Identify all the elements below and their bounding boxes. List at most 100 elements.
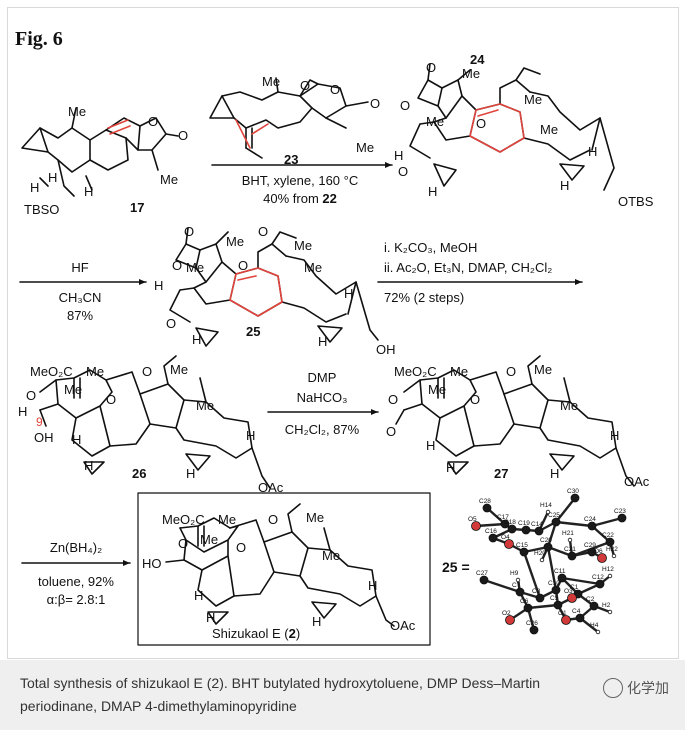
compound-number-17: 17 bbox=[130, 200, 144, 215]
xray-bond bbox=[482, 578, 522, 594]
xray-atom-label: C16 bbox=[485, 528, 497, 535]
xray-atom-label: O5 bbox=[468, 516, 477, 523]
oac-label: OAc bbox=[390, 618, 416, 633]
h-label: H bbox=[550, 466, 559, 481]
h-label: H bbox=[154, 278, 163, 293]
xray-atom-label: C6 bbox=[520, 598, 529, 605]
h-label: H bbox=[446, 460, 455, 475]
xray-bond bbox=[590, 516, 624, 528]
xray-atom-label: H9 bbox=[510, 570, 519, 577]
xray-atom-label: C11 bbox=[554, 568, 566, 575]
compound-17-structure bbox=[21, 107, 179, 197]
xray-atom-label: C22 bbox=[602, 532, 614, 539]
xray-bond bbox=[554, 520, 594, 528]
h-label: H bbox=[30, 180, 39, 195]
h-label: H bbox=[186, 466, 195, 481]
o-label: O bbox=[398, 164, 408, 179]
xray-atom bbox=[515, 577, 521, 583]
xray-atom bbox=[557, 573, 567, 583]
compound-17-highlight bbox=[107, 119, 131, 135]
oac-label: OAc bbox=[624, 474, 650, 489]
xray-atom-label: H4 bbox=[590, 622, 599, 629]
xray-atom-label: O6 bbox=[594, 548, 603, 555]
xray-atom bbox=[597, 553, 607, 563]
xray-atom bbox=[570, 493, 580, 503]
xray-atom bbox=[507, 524, 517, 534]
o-label: O bbox=[506, 364, 516, 379]
xray-atom bbox=[505, 615, 515, 625]
product-box bbox=[137, 492, 431, 646]
step3-line1: i. K₂CO₃, MeOH bbox=[384, 240, 477, 255]
me-label: Me bbox=[534, 362, 552, 377]
xray-atom bbox=[607, 609, 613, 615]
o-label: O bbox=[26, 388, 36, 403]
me-label: Me bbox=[226, 234, 244, 249]
xray-atom bbox=[534, 526, 544, 536]
xray-atom bbox=[471, 521, 481, 531]
xray-atom-label: C21 bbox=[564, 546, 576, 553]
xray-atom bbox=[479, 575, 489, 585]
xray-atom-label: C14 bbox=[531, 521, 543, 528]
xray-atom-label: C8 bbox=[532, 588, 541, 595]
compound-number-23: 23 bbox=[284, 152, 298, 167]
o-label: O bbox=[370, 96, 380, 111]
o-label: O bbox=[386, 424, 396, 439]
h-label: H bbox=[72, 432, 81, 447]
o-label: O bbox=[172, 258, 182, 273]
product-name: Shizukaol E (2) bbox=[212, 626, 300, 641]
me-label: Me bbox=[200, 532, 218, 547]
compound-24-highlight bbox=[469, 103, 525, 153]
compound-number-24: 24 bbox=[470, 52, 485, 67]
me-label: Me bbox=[262, 74, 280, 89]
meo2c-label: MeO₂C bbox=[162, 512, 205, 527]
xray-atom-label: C18 bbox=[504, 519, 516, 526]
h-label: H bbox=[84, 184, 93, 199]
me-label: Me bbox=[462, 66, 480, 81]
step1-reagent: BHT, xylene, 160 °C bbox=[242, 173, 358, 188]
xray-equation-label: 25 = bbox=[442, 559, 470, 575]
h-label: H bbox=[588, 144, 597, 159]
me-label: Me bbox=[560, 398, 578, 413]
xray-atom bbox=[575, 613, 585, 623]
h-label: H bbox=[394, 148, 403, 163]
xray-atom-label: C17 bbox=[497, 514, 509, 521]
compound-number-27: 27 bbox=[494, 466, 508, 481]
o-label: O bbox=[300, 78, 310, 93]
xray-atom bbox=[553, 600, 563, 610]
compound-number-25: 25 bbox=[246, 324, 260, 339]
compound-25-highlight bbox=[229, 267, 283, 317]
xray-atom bbox=[519, 547, 529, 557]
step4-reagent2: NaHCO₃ bbox=[297, 390, 348, 405]
o-label: O bbox=[148, 114, 158, 129]
xray-atom-label: C25 bbox=[548, 512, 560, 519]
me-label: Me bbox=[68, 104, 86, 119]
xray-atom-label: C20 bbox=[540, 537, 552, 544]
me-label: Me bbox=[196, 398, 214, 413]
me-label: Me bbox=[304, 260, 322, 275]
xray-atom bbox=[543, 542, 553, 552]
xray-atom-label: C27 bbox=[476, 570, 488, 577]
me-label: Me bbox=[450, 364, 468, 379]
me-label: Me bbox=[540, 122, 558, 137]
xray-bond bbox=[522, 550, 542, 600]
xray-atom-label: C7 bbox=[512, 582, 521, 589]
xray-atom bbox=[551, 517, 561, 527]
h-label: H bbox=[194, 588, 203, 603]
o-label: O bbox=[106, 392, 116, 407]
xray-atom-label: O1 bbox=[558, 610, 567, 617]
xray-atom-label: C12 bbox=[592, 574, 604, 581]
oac-label: OAc bbox=[258, 480, 284, 495]
watermark: 化学加 bbox=[603, 678, 669, 698]
xray-atom-label: C28 bbox=[479, 498, 491, 505]
figure-label: Fig. 6 bbox=[15, 28, 63, 50]
shizukaol-e-structure bbox=[165, 503, 395, 627]
xray-atom-label: H14 bbox=[540, 502, 552, 509]
wechat-logo-icon bbox=[603, 678, 623, 698]
me-label: Me bbox=[218, 512, 236, 527]
o-label: O bbox=[470, 392, 480, 407]
h-label: H bbox=[312, 614, 321, 629]
figure-caption: Total synthesis of shizukaol E (2). BHT … bbox=[20, 675, 541, 714]
xray-atom bbox=[567, 537, 573, 543]
xray-atom bbox=[567, 551, 577, 561]
step1-yield-ref: 22 bbox=[322, 191, 336, 206]
